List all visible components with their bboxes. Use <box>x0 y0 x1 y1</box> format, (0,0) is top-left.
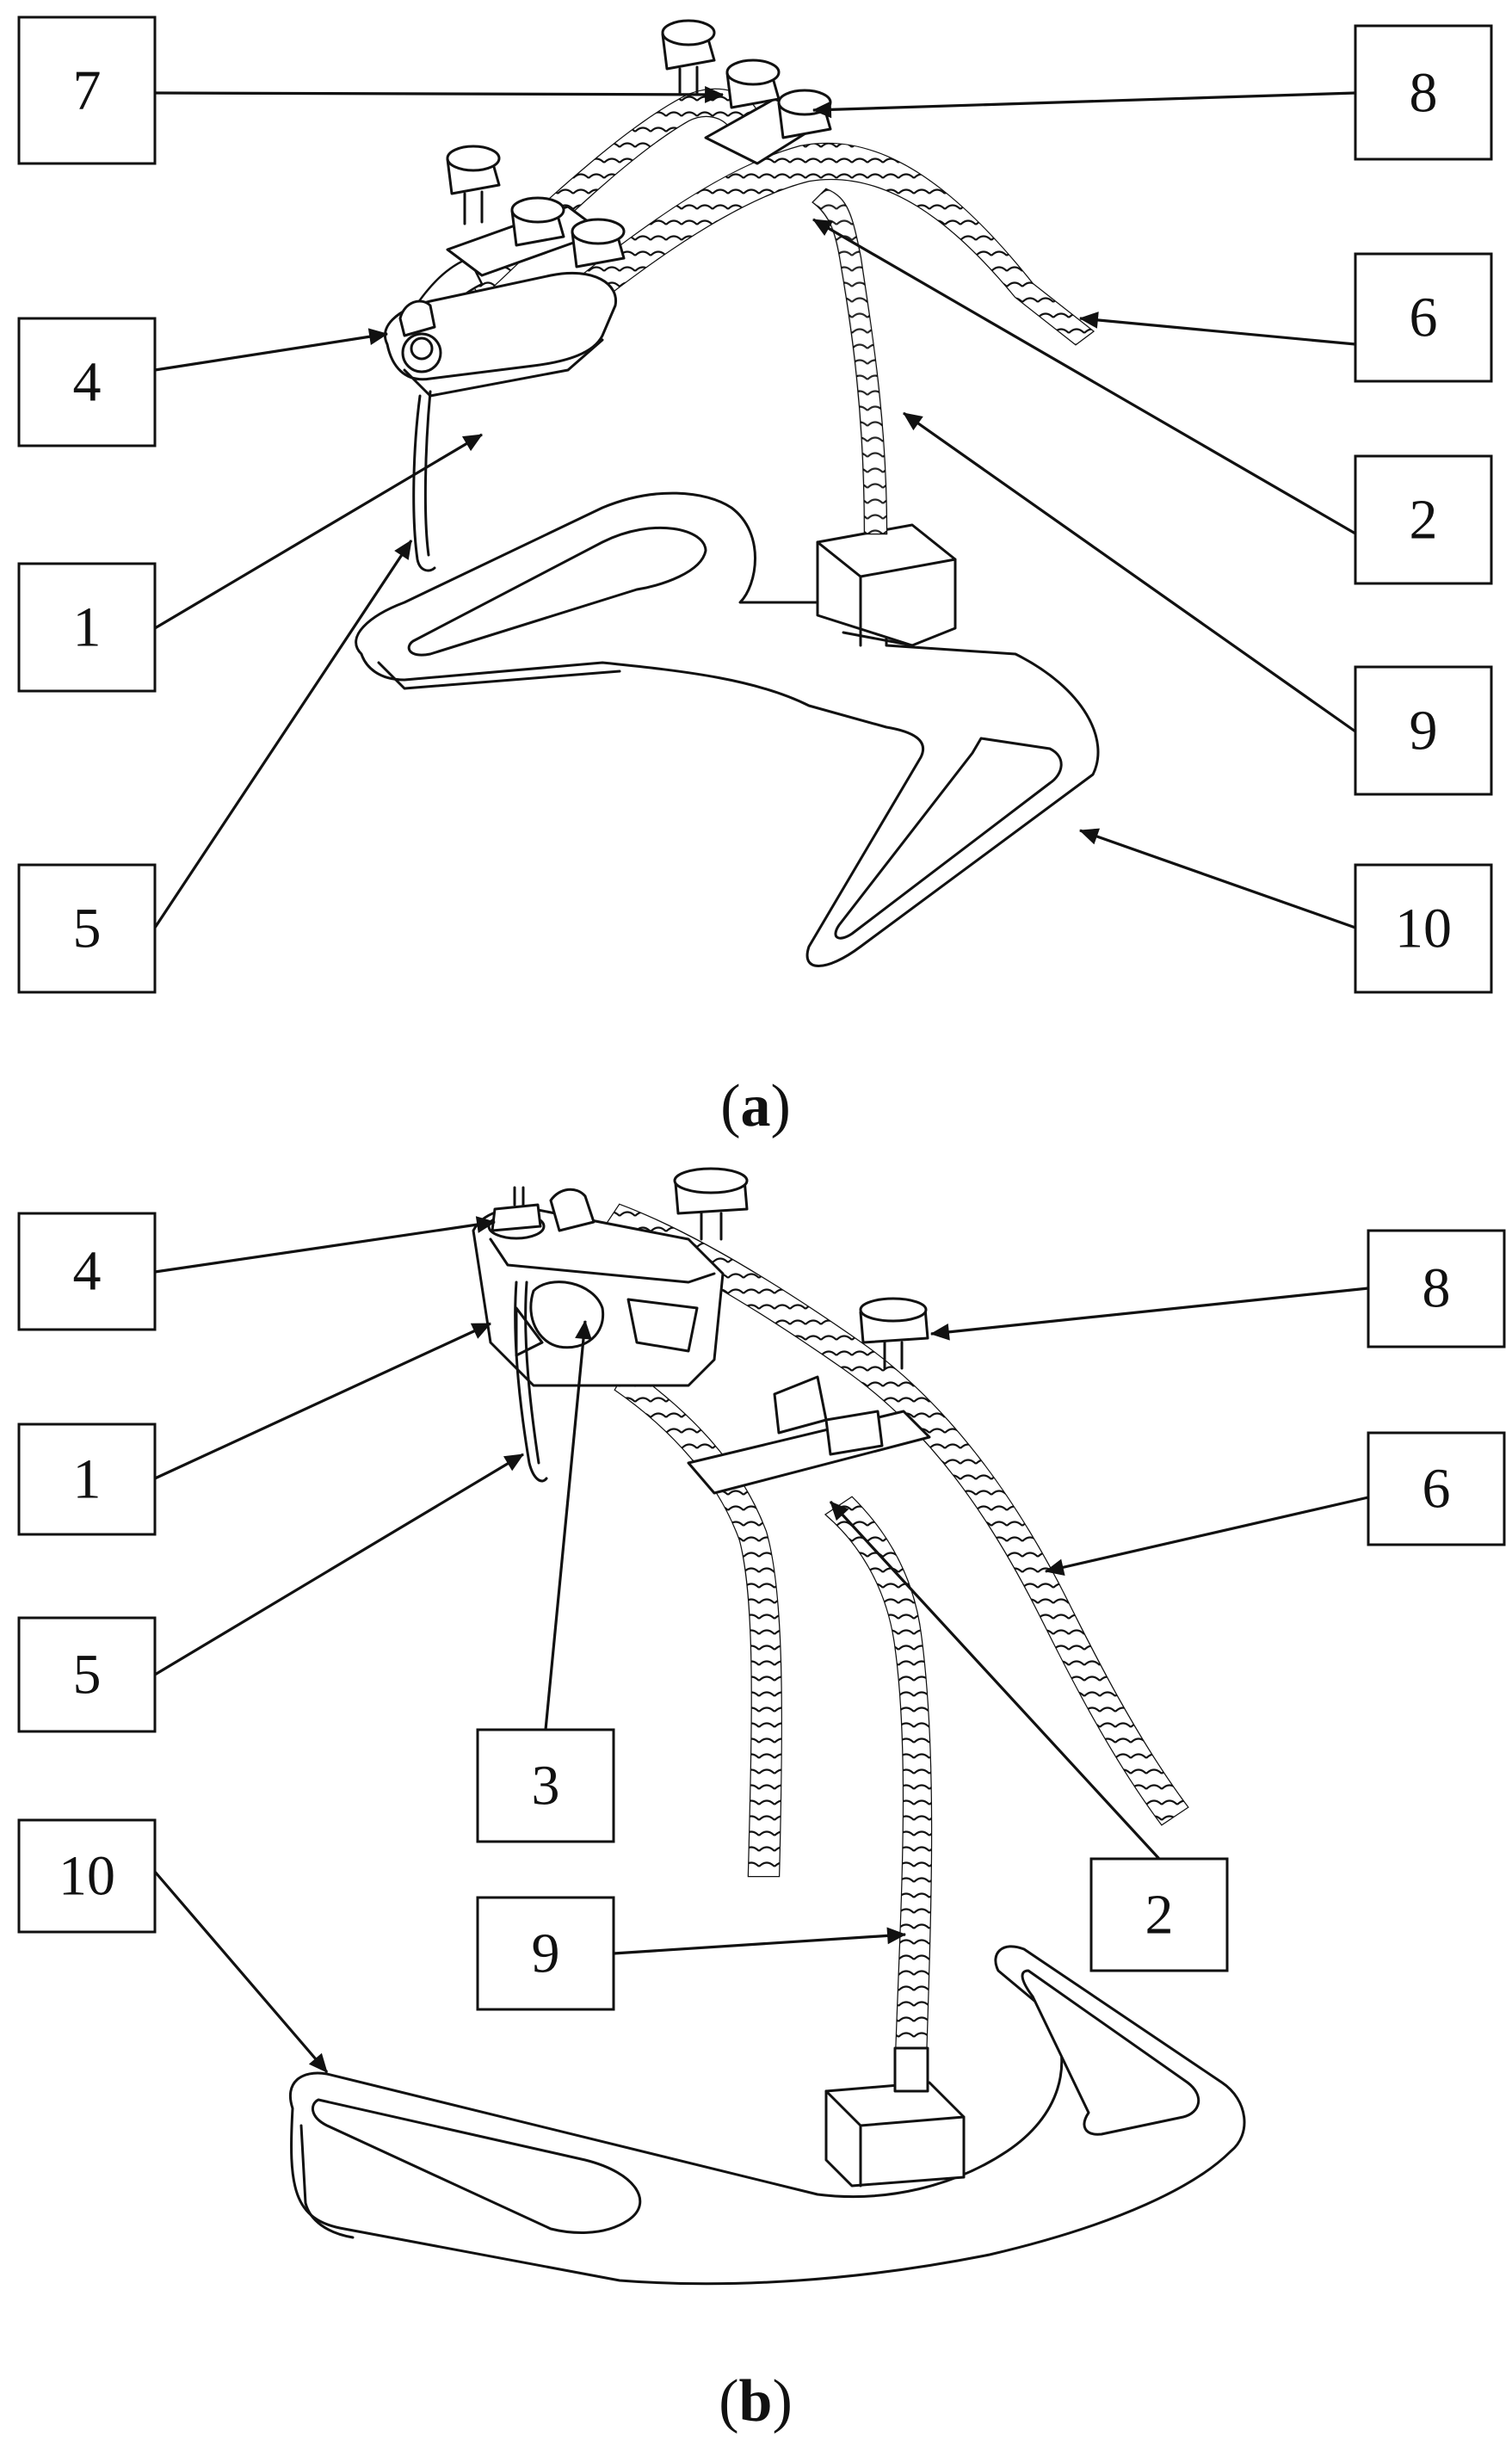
callout-label: 6 <box>1410 287 1438 349</box>
panel-a-probe-wire <box>412 394 436 572</box>
callout-b-10: 10 <box>17 1818 329 2074</box>
panel-b-callouts: 4 1 5 3 10 9 2 <box>17 1212 1506 2074</box>
callout-a-6: 6 <box>1078 252 1493 383</box>
panel-a-knobs <box>446 19 832 268</box>
panel-b-knobs <box>673 1167 929 1370</box>
callout-label: 4 <box>73 351 102 414</box>
callout-label: 2 <box>1410 489 1438 552</box>
callout-label: 2 <box>1145 1884 1174 1947</box>
knob-a3 <box>777 89 832 139</box>
knob-a2 <box>725 59 781 109</box>
knob-b1 <box>673 1167 749 1241</box>
callout-b-2: 2 <box>829 1500 1229 1972</box>
callout-b-3: 3 <box>476 1319 615 1843</box>
panel-b-drawing <box>288 1167 1246 2286</box>
callout-label: 9 <box>1410 700 1438 762</box>
callout-label: 8 <box>1410 62 1438 125</box>
callout-label: 3 <box>532 1755 560 1817</box>
callout-label: 10 <box>1395 898 1452 960</box>
callout-a-2: 2 <box>812 218 1493 585</box>
knob-a4 <box>446 145 501 225</box>
knob-a6 <box>571 218 626 268</box>
callout-b-4: 4 <box>17 1212 497 1331</box>
panel-a-base-plate <box>355 491 1100 967</box>
panel-a-gooseneck-column <box>812 188 888 535</box>
callout-b-8: 8 <box>929 1229 1506 1348</box>
callout-label: 1 <box>73 596 102 659</box>
caption-a: (a) <box>720 1073 791 1139</box>
callout-a-9: 9 <box>903 411 1493 796</box>
callout-label: 8 <box>1423 1257 1451 1320</box>
callout-label: 1 <box>73 1448 102 1511</box>
callout-b-5: 5 <box>17 1453 524 1733</box>
callout-label: 10 <box>59 1845 115 1908</box>
callout-b-6: 6 <box>1044 1431 1506 1576</box>
panel-b-probe-wire <box>514 1281 548 1483</box>
panel-b-base-plate <box>288 1945 1246 2286</box>
panel-a-drawing <box>355 19 1100 967</box>
knob-b2 <box>859 1297 929 1370</box>
callout-label: 7 <box>73 59 102 122</box>
callout-a-8: 8 <box>812 24 1493 161</box>
callout-a-10: 10 <box>1078 828 1493 994</box>
callout-a-1: 1 <box>17 433 483 693</box>
callout-a-7: 7 <box>17 15 725 165</box>
callout-a-4: 4 <box>17 317 389 447</box>
callout-label: 6 <box>1423 1458 1451 1521</box>
knob-a1 <box>661 19 716 96</box>
panel-a-callouts: 7 4 1 5 8 6 2 <box>17 15 1493 994</box>
callout-label: 5 <box>73 898 102 960</box>
callout-label: 5 <box>73 1644 102 1706</box>
callout-label: 9 <box>532 1922 560 1985</box>
knob-a5 <box>510 196 565 247</box>
callout-b-1: 1 <box>17 1322 491 1536</box>
callout-label: 4 <box>73 1240 102 1303</box>
callout-a-5: 5 <box>17 540 413 994</box>
caption-b: (b) <box>719 2368 793 2435</box>
callout-b-9: 9 <box>476 1896 907 2011</box>
